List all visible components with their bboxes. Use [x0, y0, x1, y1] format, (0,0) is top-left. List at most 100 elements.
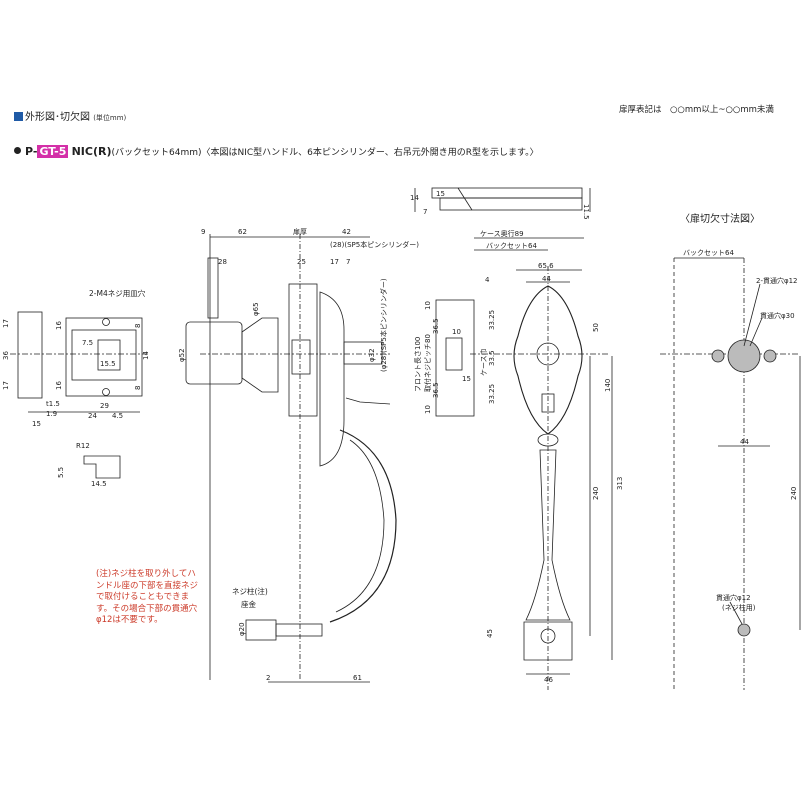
hole-30	[727, 339, 761, 373]
side-d65: φ65	[252, 302, 260, 316]
fp-d17b: 17	[2, 381, 10, 390]
side-d42: 42	[342, 228, 351, 236]
front-view	[435, 237, 613, 690]
latch-shape	[83, 455, 121, 479]
fp-d36: 36	[2, 351, 10, 360]
side-d28: 28	[218, 258, 227, 266]
cutout-hole-top: 2-貫通穴φ12	[756, 276, 798, 285]
side-d62: 62	[238, 228, 247, 236]
front-d240: 240	[592, 487, 600, 500]
side-d61: 61	[353, 674, 362, 682]
leader-top	[743, 283, 761, 347]
door-section	[288, 283, 318, 417]
front-d44: 44	[542, 275, 551, 283]
fp-d16b: 16	[55, 381, 63, 390]
front-depth: ケース奥行89	[480, 229, 524, 238]
strike-edge	[457, 187, 473, 211]
cutout-title: 〈扉切欠寸法図〉	[680, 212, 760, 225]
fp-d1-9: 1.9	[46, 410, 57, 418]
cutout-backset: バックセット64	[683, 249, 734, 257]
fp-t1-5: t1.5	[46, 400, 60, 408]
side-d9: 9	[201, 228, 205, 236]
cutout-view	[660, 257, 801, 690]
fp-d4-5: 4.5	[112, 412, 123, 420]
side-screw: ネジ柱(注)	[232, 586, 268, 596]
product-model: NIC(R)	[71, 145, 112, 158]
cutout-d240: 240	[790, 487, 798, 500]
front-d10a: 10	[424, 301, 432, 310]
knob-rose	[241, 317, 279, 393]
front-d36-5a: 36.5	[432, 318, 440, 334]
cutout-d44: 44	[740, 438, 749, 446]
screw-hole-bottom	[102, 388, 110, 396]
front-d33-25a: 33.25	[488, 310, 496, 330]
front-d46: 46	[544, 676, 553, 684]
front-d45: 45	[486, 629, 494, 638]
cutout-hole-center: 貫通穴φ30	[760, 311, 795, 320]
side-d32: φ32	[368, 348, 376, 362]
front-plate	[435, 299, 475, 417]
front-d33-25b: 33.25	[488, 384, 496, 404]
square-bullet-icon	[14, 112, 23, 121]
hole-12-right	[763, 349, 777, 363]
faceplate-front	[65, 317, 143, 397]
bottom-rose	[523, 621, 573, 661]
fp-d8a: 8	[134, 324, 142, 328]
bullet-icon	[14, 147, 21, 154]
front-pitch: 取付ネジピッチ80	[423, 334, 432, 392]
side-d52: φ52	[178, 348, 186, 362]
strike-body	[431, 187, 583, 199]
screw-post	[245, 619, 277, 641]
installation-note: (注)ネジ柱を取り外してハンドル座の下部を直接ネジで取付けることもできます。その…	[96, 569, 199, 625]
leader-center	[749, 317, 763, 347]
front-d140: 140	[604, 379, 612, 392]
front-backset: バックセット64	[486, 242, 537, 250]
faceplate-screw-label: 2-M4ネジ用皿穴	[89, 288, 146, 298]
strike-lip	[439, 197, 583, 211]
front-case-w: ケース巾	[479, 348, 488, 376]
drawing-sheet	[0, 96, 812, 716]
fp-d14: 14	[142, 351, 150, 360]
grip-front	[525, 449, 571, 621]
front-latch	[445, 337, 463, 371]
section-title: 外形図･切欠図	[25, 112, 90, 123]
side-washer: 座金	[241, 599, 256, 609]
hole-12-left	[711, 349, 725, 363]
front-d33-5: 33.5	[488, 350, 496, 366]
door-thickness-note: 扉厚表記は ○○mm以上~○○mm未満	[619, 105, 774, 115]
escutcheon-side	[319, 291, 345, 467]
grip-inner	[335, 439, 385, 613]
hole-12-bottom	[737, 623, 751, 637]
latch-d14-5: 14.5	[91, 480, 107, 488]
side-sp5v: (φ28)(SP5本ピンシリンダー)	[379, 278, 388, 372]
front-d313: 313	[616, 477, 624, 490]
side-d17: 17	[330, 258, 339, 266]
front-d4: 4	[485, 276, 490, 284]
front-d15: 15	[462, 375, 471, 383]
section-heading: 外形図･切欠図 (単位mm)	[14, 108, 126, 123]
faceplate-view	[10, 311, 150, 413]
fp-d16a: 16	[55, 321, 63, 330]
fp-d24: 24	[88, 412, 97, 420]
fp-d8b: 8	[134, 386, 142, 390]
side-view	[185, 234, 397, 683]
side-door: 扉厚	[293, 227, 307, 236]
side-d2: 2	[266, 674, 270, 682]
strike-plate-view	[414, 187, 591, 212]
front-d65-6: 65.6	[538, 262, 554, 270]
cutout-hole-bottom: 貫通穴φ12	[716, 593, 751, 602]
side-d20: φ20	[238, 622, 246, 636]
latch-detail	[83, 455, 121, 479]
strike-d7: 7	[423, 208, 427, 216]
fp-d7-5: 7.5	[82, 339, 93, 347]
fp-d15: 15	[32, 420, 41, 428]
cylinder	[343, 341, 383, 365]
side-d25: 25	[297, 258, 306, 266]
product-prefix: P-	[25, 145, 38, 158]
faceplate-side	[17, 311, 43, 399]
thumb-lever	[345, 397, 391, 405]
inside-knob	[185, 321, 243, 385]
front-len: フロント長さ100	[414, 337, 422, 392]
fp-d29: 29	[100, 402, 109, 410]
